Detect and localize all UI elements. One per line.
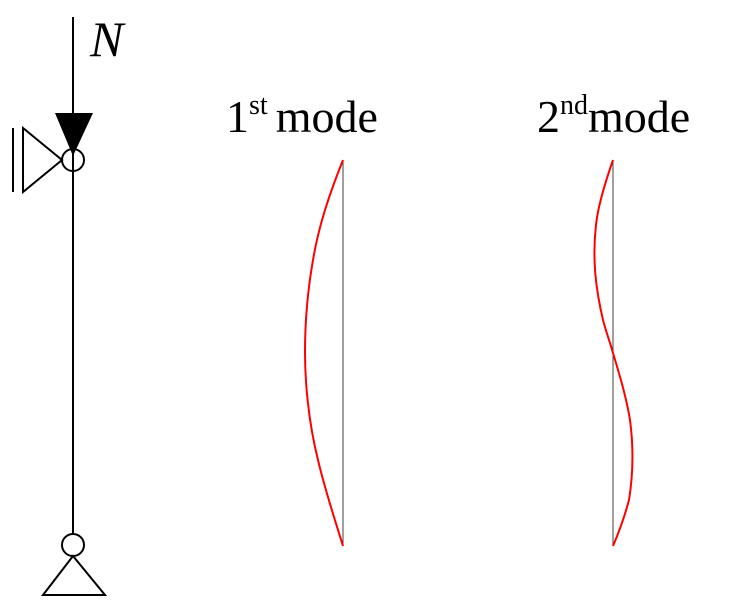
bottom-hinge-icon	[61, 533, 85, 557]
load-label: N	[89, 11, 126, 67]
lateral-support-triangle-icon	[22, 125, 64, 195]
load-arrow-icon	[55, 113, 93, 156]
mode-2-title: 2ndmode	[537, 90, 690, 142]
mode-1-shape-curve	[303, 159, 344, 547]
pin-support-triangle-icon	[40, 554, 108, 596]
mode-2-shape-curve	[593, 159, 634, 547]
mode-2: 2ndmode	[537, 90, 690, 547]
column	[12, 17, 108, 596]
